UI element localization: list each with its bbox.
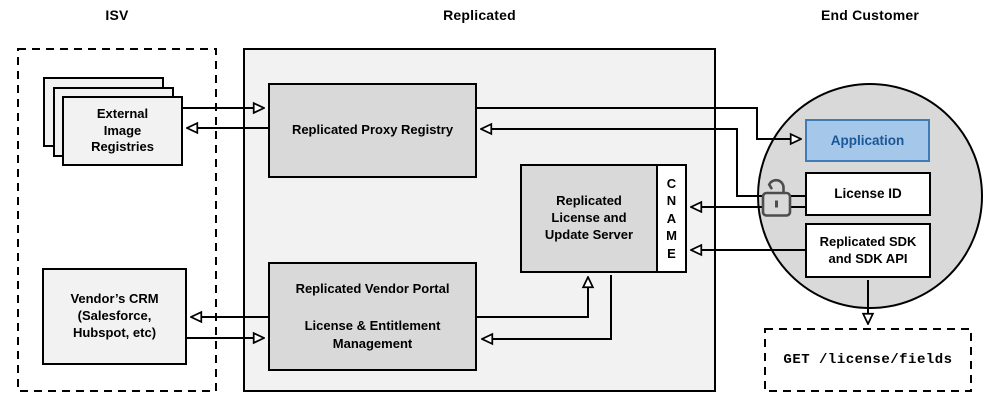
license-id-label: License ID — [834, 186, 902, 202]
isv-section-header: ISV — [105, 7, 129, 23]
application-label: Application — [830, 132, 905, 148]
external-image-registries-node: External Image Registries — [62, 96, 183, 166]
replicated-proxy-registry-label: Replicated Proxy Registry — [291, 122, 454, 138]
replicated-proxy-registry-node: Replicated Proxy Registry — [268, 83, 477, 178]
vendor-portal-node: Replicated Vendor Portal License & Entit… — [268, 262, 477, 371]
lock-shackle — [767, 178, 785, 195]
license-update-server-node: Replicated License and Update Server — [520, 164, 658, 273]
end-customer-section-header: End Customer — [820, 7, 920, 23]
application-node: Application — [805, 119, 930, 162]
vendor-portal-label: Replicated Vendor Portal License & Entit… — [295, 281, 450, 351]
vendors-crm-node: Vendor’s CRM (Salesforce, Hubspot, etc) — [42, 268, 187, 365]
replicated-sdk-node: Replicated SDK and SDK API — [805, 223, 931, 278]
replicated-sdk-label: Replicated SDK and SDK API — [819, 233, 917, 266]
get-license-fields-node: GET /license/fields — [765, 329, 971, 391]
replicated-section-header: Replicated — [443, 7, 516, 23]
license-id-node: License ID — [805, 172, 931, 216]
cname-label: CNAME — [666, 175, 677, 261]
lock-body — [761, 191, 792, 217]
external-image-registries-label: External Image Registries — [91, 105, 154, 155]
license-update-server-label: Replicated License and Update Server — [544, 193, 634, 242]
cname-strip: CNAME — [656, 164, 687, 273]
get-license-fields-label: GET /license/fields — [783, 352, 953, 368]
vendors-crm-label: Vendor’s CRM (Salesforce, Hubspot, etc) — [70, 291, 159, 340]
lock-icon — [761, 178, 792, 217]
